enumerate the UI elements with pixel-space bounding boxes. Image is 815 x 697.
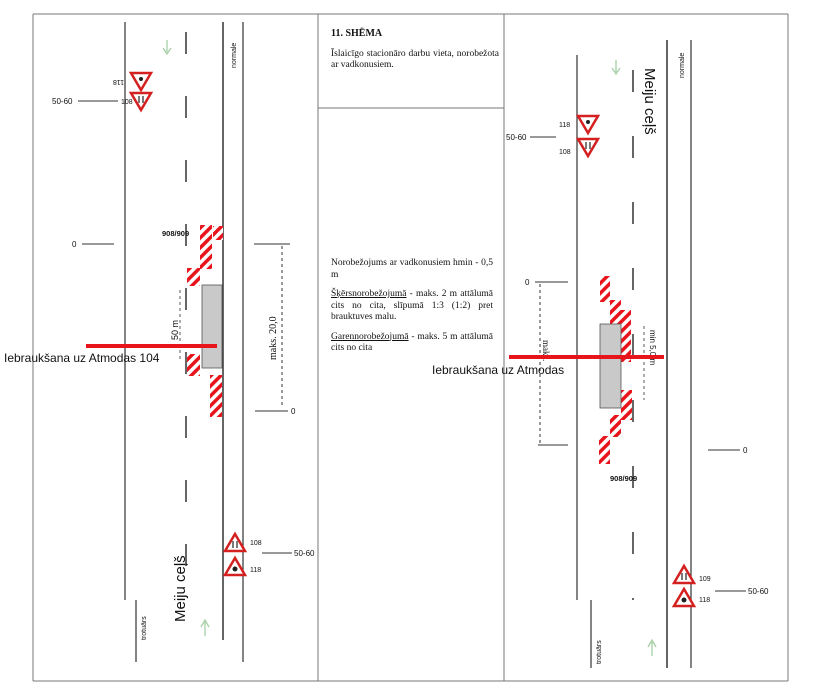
warning-sign-118-icon [671,586,697,608]
direction-arrow-icon [200,618,210,636]
normale-label: normale [679,53,686,78]
barrier-hatch [600,276,610,302]
direction-arrow-icon [611,60,621,76]
zero-marker: 0 [743,446,748,455]
warning-sign-118-icon [575,114,601,136]
max-distance-label: maks. 20,0 [268,316,279,360]
barrier-hatch [610,300,621,324]
warning-sign-108-icon [128,91,154,113]
max-distance-label: maks. [541,340,551,361]
rule-cross: Šķērsnorobežojumā - maks. 2 m attālumā c… [331,289,493,324]
sign-number: 118 [699,597,710,604]
barrier-hatch [621,390,632,420]
rule-long: Garennorobežojumā - maks. 5 m attālumā c… [331,332,493,355]
barrier-hatch [210,375,222,417]
sign-distance: 50-60 [294,549,315,558]
left-road-diagram: 118 108 50-60 0 0 maks. 20,0 908/909 50 … [4,22,315,662]
zero-marker: 0 [525,278,530,287]
direction-arrow-icon [162,40,172,56]
warning-sign-118-icon [222,555,248,577]
schema-number: 11. SHĒMA [331,28,383,39]
barrier-hatch [187,268,200,286]
rule-intro: Norobežojums ar vadkonusiem hmin - 0,5 m [331,258,493,280]
barrier-hatch [213,226,223,240]
barrier-hatch [621,310,631,362]
page-frame [32,13,789,682]
sign-distance: 50-60 [52,97,73,106]
warning-sign-108-icon [222,531,248,553]
barrier-code: 908/909 [162,229,189,238]
zero-marker: 0 [72,240,77,249]
sign-distance: 50-60 [506,133,527,142]
sign-distance: 50-60 [748,587,769,596]
direction-arrow-icon [647,638,657,656]
barrier-hatch [200,225,212,269]
zero-marker: 0 [291,407,296,416]
entry-label: Iebraukšana uz Atmodas 104 [4,351,160,365]
work-zone [201,284,223,369]
sign-number: 108 [121,99,133,106]
sidewalk-label: trotuārs [596,640,603,664]
sign-number: 109 [699,576,711,583]
street-name: Meiju ceļš [641,68,658,135]
street-name: Meiju ceļš [172,555,189,622]
rule-long-name: Garennorobežojumā [331,331,409,342]
entry-label: Iebraukšana uz Atmodas [432,363,564,377]
schema-rules-block: Norobežojums ar vadkonusiem hmin - 0,5 m… [331,258,493,363]
sign-number: 118 [113,78,124,85]
sign-number: 108 [250,540,262,547]
warning-sign-109-icon [671,563,697,585]
min-distance-label: 50 m [170,320,180,340]
normale-label: normale [231,43,238,68]
schema-title-block: 11. SHĒMA Īslaicīgo stacionāro darbu vie… [331,28,499,72]
barrier-code: 908/909 [610,474,637,483]
barrier-hatch [610,415,621,437]
rule-cross-name: Šķērsnorobežojumā [331,289,407,299]
sign-number: 118 [250,567,261,574]
sign-number: 108 [559,149,571,156]
rule-cross-text: - maks. 2 m attālumā cits no cita, slīpu… [331,289,493,322]
min-distance-label: min 5,0 m [648,330,657,365]
barrier-hatch [187,354,200,376]
right-road-diagram: 118 108 50-60 Meiju ceļš normale 0 maks.… [432,40,769,668]
barrier-hatch [599,436,610,464]
sidewalk-label: trotuārs [141,616,148,640]
work-zone [599,323,622,409]
sign-number: 118 [559,122,570,129]
warning-sign-108-icon [575,137,601,159]
schema-description: Īslaicīgo stacionāro darbu vieta, norobe… [331,48,499,71]
warning-sign-118-icon [128,71,154,93]
rule-long-text: - maks. 5 m attālumā cits no cita [331,331,493,354]
